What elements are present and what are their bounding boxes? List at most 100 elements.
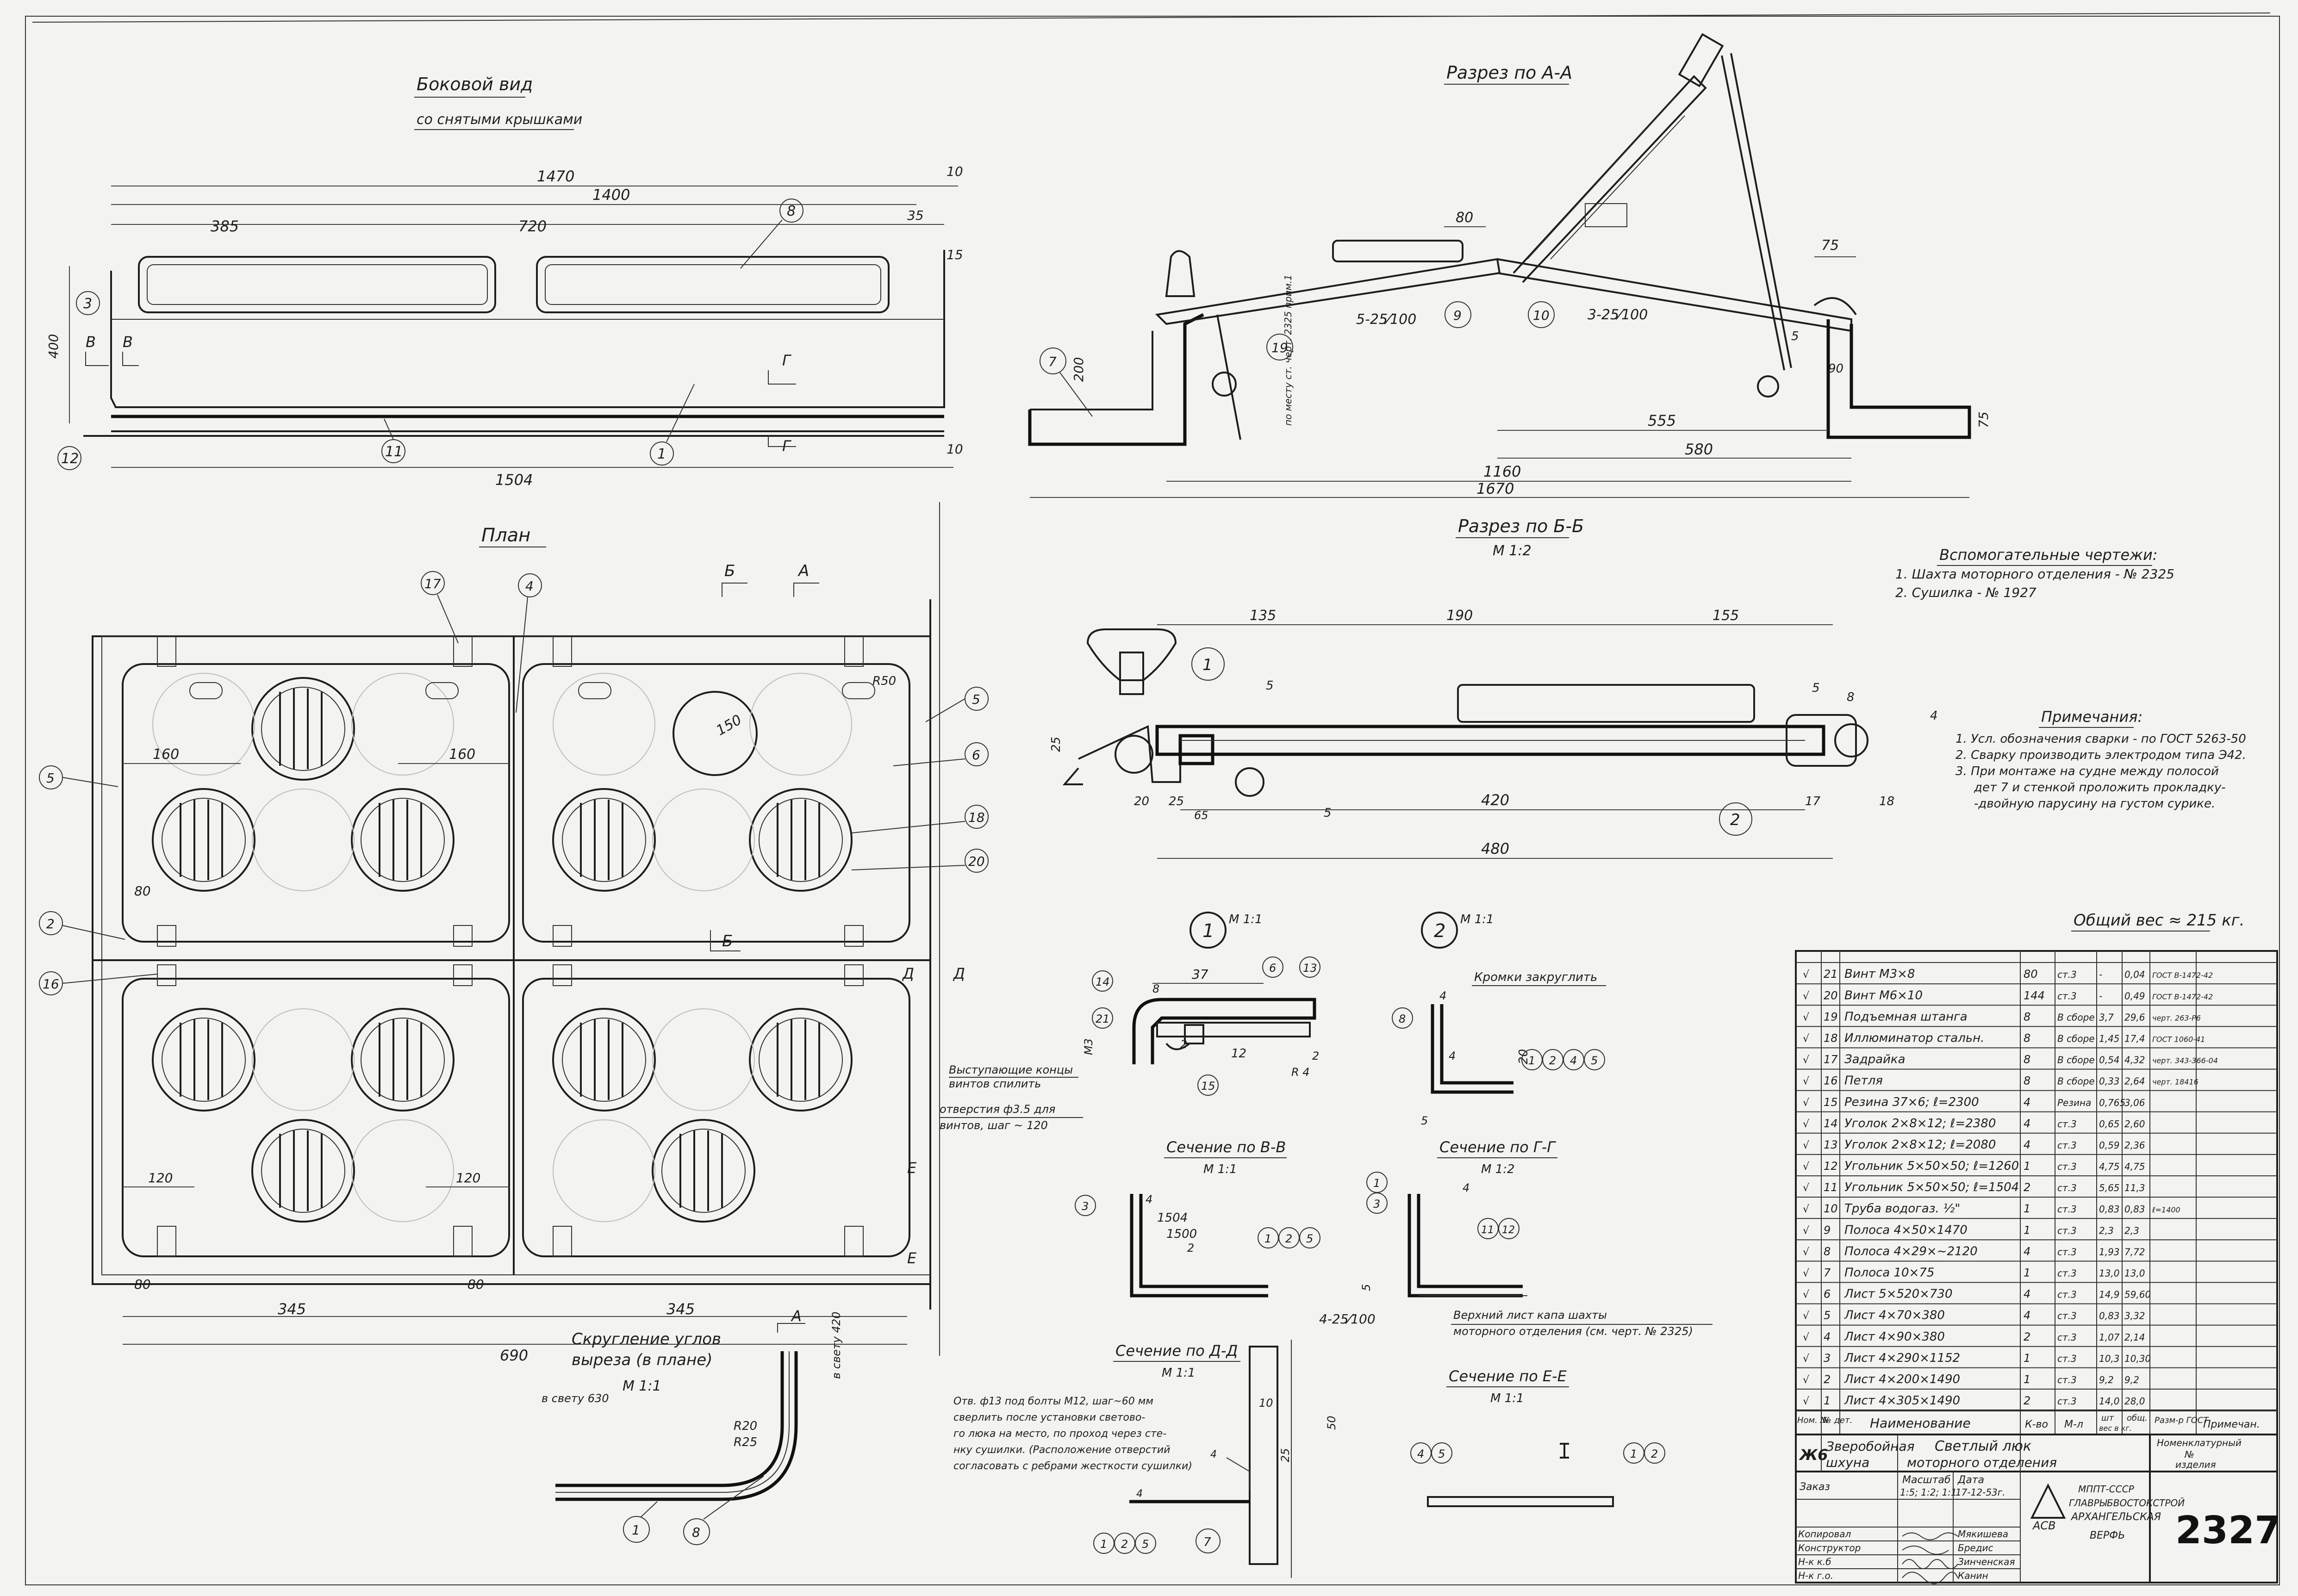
section-dd: Сечение по Д-Д М 1:1 Отв. ф13 под болты … (953, 1340, 1338, 1578)
bb-dim-155: 155 (1713, 608, 1739, 624)
bom-h-total: общ. (2127, 1413, 2148, 1423)
detail-1: 1 М 1:1 37 8 М3 12 2 R 4 2 14 21 6 13 15… (940, 912, 1320, 1132)
tb-logo-text: АСВ (2032, 1519, 2056, 1532)
bom-cell: 5 (1824, 1309, 1831, 1322)
bom-h-name: Наименование (1870, 1416, 1971, 1431)
bom-h-nom: Ном. № (1797, 1416, 1829, 1425)
detail1-number: 1 (1202, 920, 1214, 942)
bom-cell: 15 (1824, 1096, 1838, 1109)
dd-note-1: сверлить после установки светово- (953, 1412, 1145, 1423)
porthole-7 (351, 1008, 455, 1112)
bom-row-mark: √ (1803, 1097, 1810, 1109)
dd-callout-1: 1 (1100, 1538, 1107, 1551)
bom-cell: 8 (2024, 1074, 2030, 1087)
bom-cell: Лист 4×70×380 (1844, 1309, 1945, 1323)
bom-cell: 2,36 (2124, 1140, 2145, 1151)
aa-weld-3-25: 3-25⁄100 (1588, 307, 1648, 323)
sec-dd-scale: М 1:1 (1162, 1366, 1196, 1380)
gg-callout-11: 11 (1481, 1224, 1494, 1236)
bom-cell: 8 (2024, 1010, 2030, 1023)
bb-callout-1: 1 (1202, 656, 1213, 674)
dim-720: 720 (518, 217, 547, 235)
aa-dim-90: 90 (1828, 362, 1843, 376)
bom-cell: 10 (1824, 1202, 1838, 1215)
bom-row-mark: √ (1803, 1268, 1810, 1279)
dim-1504: 1504 (495, 471, 533, 489)
aa-dim-75-right: 75 (1976, 411, 1991, 428)
corner-title: Скругление углов (572, 1330, 721, 1348)
bom-cell: Петля (1844, 1074, 1883, 1088)
plan-callout-17: 17 (424, 576, 441, 591)
dd-dim-50: 50 (1325, 1416, 1338, 1430)
bom-cell: 4 (2024, 1138, 2030, 1151)
dd-flange (1249, 1346, 1278, 1565)
bom-row-mark: √ (1803, 1289, 1810, 1301)
plan-dim-80-l: 80 (134, 1277, 151, 1292)
bom-row-mark: √ (1803, 1374, 1810, 1386)
dd-dim-4b: 4 (1136, 1488, 1143, 1500)
bb-dim-8: 8 (1847, 690, 1855, 704)
bom-cell: 2,3 (2099, 1225, 2114, 1236)
plan-callout-16: 16 (43, 976, 59, 992)
d1-dim-2b: 2 (1312, 1050, 1319, 1062)
bom-cell: 2 (2024, 1181, 2030, 1194)
bom-cell: 1 (2024, 1373, 2030, 1386)
bom-cell: Лист 4×290×1152 (1844, 1351, 1960, 1365)
callout-1-side: 1 (657, 446, 666, 462)
dd-callout-5: 5 (1142, 1538, 1149, 1551)
bom-row-mark: √ (1803, 990, 1810, 1002)
dim-10-top: 10 (947, 164, 963, 179)
title-block: Ж6 Зверобойная шхуна Светлый люк моторно… (1795, 1434, 2281, 1584)
tb-role-1: Копировал (1798, 1528, 1851, 1540)
bb-dim-190: 190 (1446, 608, 1473, 624)
section-gg: Сечение по Г-Г М 1:2 4 5 4-25⁄100 1 3 11… (1319, 1138, 1713, 1338)
bom-cell: 0,83 (2099, 1204, 2120, 1215)
bom-cell: 1 (1824, 1394, 1831, 1407)
tb-name-4: Канин (1958, 1570, 1988, 1581)
bom-h-gost: Разм-р ГОСТ (2155, 1416, 2209, 1425)
bom-cell: 4 (2024, 1288, 2030, 1301)
d2-callout-4: 4 (1570, 1054, 1577, 1067)
bom-cell: ст.3 (2057, 990, 2077, 1001)
bom-cell: 4 (2024, 1309, 2030, 1322)
bom-cell: ст.3 (2057, 1310, 2077, 1322)
gg-callout-1: 1 (1373, 1177, 1380, 1190)
bom-cell: 13 (1824, 1138, 1838, 1151)
plan-view: План (39, 502, 989, 1364)
dd-note-0: Отв. ф13 под болты М12, шаг~60 мм (953, 1396, 1153, 1407)
bom-cell: 0,04 (2124, 969, 2145, 980)
sec-vv-title: Сечение по В-В (1166, 1138, 1286, 1156)
aa-base-right (1826, 319, 1971, 439)
plan-panel-bl (122, 978, 510, 1257)
section-bb: Разрез по Б-Б М 1:2 135 190 155 25 20 25… (1049, 516, 1938, 859)
plan-callout-5-left: 5 (46, 770, 55, 786)
bom-cell: 4 (2024, 1096, 2030, 1109)
bom-cell: 11,3 (2124, 1182, 2145, 1193)
dd-dim-10: 10 (1259, 1397, 1273, 1410)
vv-callout-3: 3 (1082, 1200, 1089, 1213)
aux-drawings: Вспомогательные чертежи: 1. Шахта моторн… (1895, 546, 2174, 600)
bom-cell: 0,83 (2099, 1310, 2120, 1322)
dd-dim-25: 25 (1279, 1448, 1292, 1462)
plan-callout-18: 18 (968, 810, 985, 825)
aa-raised-cover (1513, 75, 1707, 283)
corner-dim-630: в свету 630 (542, 1392, 609, 1405)
bom-cell: 1 (2024, 1223, 2030, 1236)
plan-marker-e1: Е (907, 1159, 917, 1177)
plan-callout-2: 2 (46, 916, 55, 932)
d2-callout-5: 5 (1591, 1054, 1598, 1067)
corner-marker-a: А (791, 1307, 802, 1325)
tb-nom-label-2: № (2184, 1449, 2194, 1460)
plan-dim-160-l: 160 (153, 746, 179, 763)
bom-cell: Угольник 5×50×50; ℓ=1504 (1844, 1180, 2019, 1194)
tb-signature-1 (1902, 1532, 1958, 1540)
d1-callout-14: 14 (1096, 975, 1110, 988)
tb-logo: АСВ (2030, 1483, 2066, 1532)
bom-cell: ℓ=1400 (2152, 1205, 2180, 1214)
bom-cell: 2 (2024, 1330, 2030, 1343)
dd-callout-2: 2 (1121, 1538, 1128, 1551)
dim-35: 35 (907, 208, 924, 223)
d2-dim-20: 20 (1517, 1049, 1531, 1064)
bb-dim-18: 18 (1879, 795, 1894, 808)
tb-org-1: МППТ-СССР (2078, 1484, 2135, 1495)
